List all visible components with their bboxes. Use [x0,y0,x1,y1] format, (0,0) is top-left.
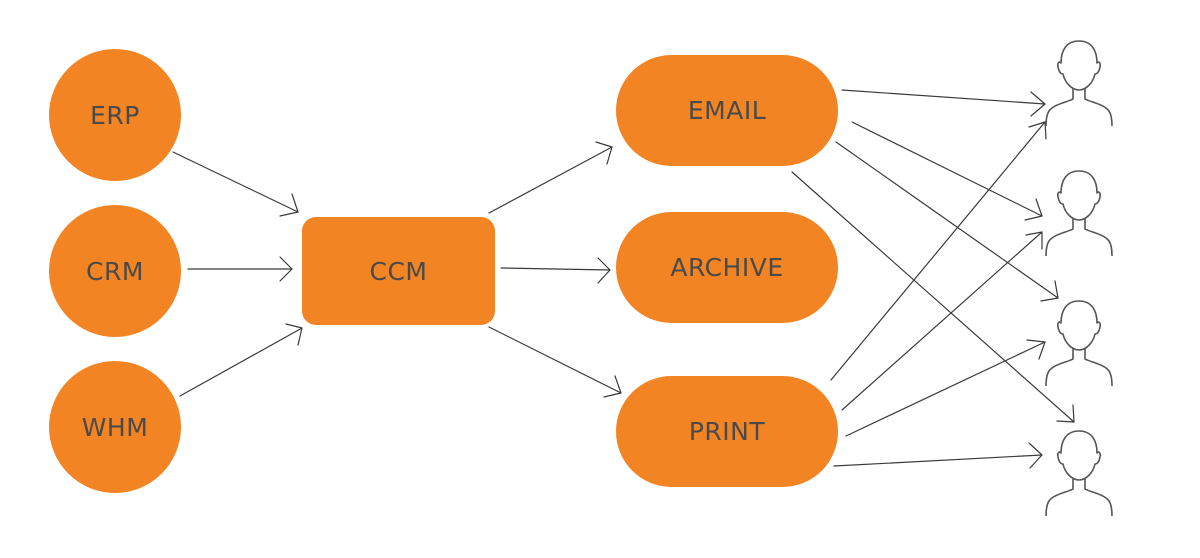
crm-label: CRM [86,256,144,286]
edge-email-user-3 [835,141,1059,302]
edge-print-user-4 [833,442,1043,469]
edge-print-user-3 [845,339,1046,437]
edge-erp-ccm [172,151,299,217]
user-icon [1045,40,1113,126]
archive-label: ARCHIVE [670,253,784,282]
edge-ccm-archive [500,257,611,284]
edge-print-user-2 [841,231,1043,411]
whm-label: WHM [81,412,149,442]
edge-crm-ccm [187,256,293,282]
edge-ccm-print [488,326,622,398]
erp-node: ERP [49,49,181,181]
user-icon [1045,170,1113,256]
edge-email-user-1 [841,89,1046,117]
erp-label: ERP [90,100,140,130]
edge-ccm-email [488,141,613,214]
crm-node: CRM [49,205,181,337]
ccm-label: CCM [369,256,428,286]
edge-email-user-2 [851,121,1043,221]
whm-node: WHM [49,361,181,493]
print-label: PRINT [688,417,766,446]
user-icon [1045,430,1113,516]
edge-whm-ccm [179,323,303,397]
edge-email-user-4 [791,171,1075,423]
email-label: EMAIL [687,96,767,125]
ccm-node: CCM [302,217,495,325]
email-node: EMAIL [616,55,838,166]
user-icon [1045,300,1113,386]
print-node: PRINT [616,376,838,487]
archive-node: ARCHIVE [616,212,838,323]
edge-print-user-1 [830,121,1047,381]
